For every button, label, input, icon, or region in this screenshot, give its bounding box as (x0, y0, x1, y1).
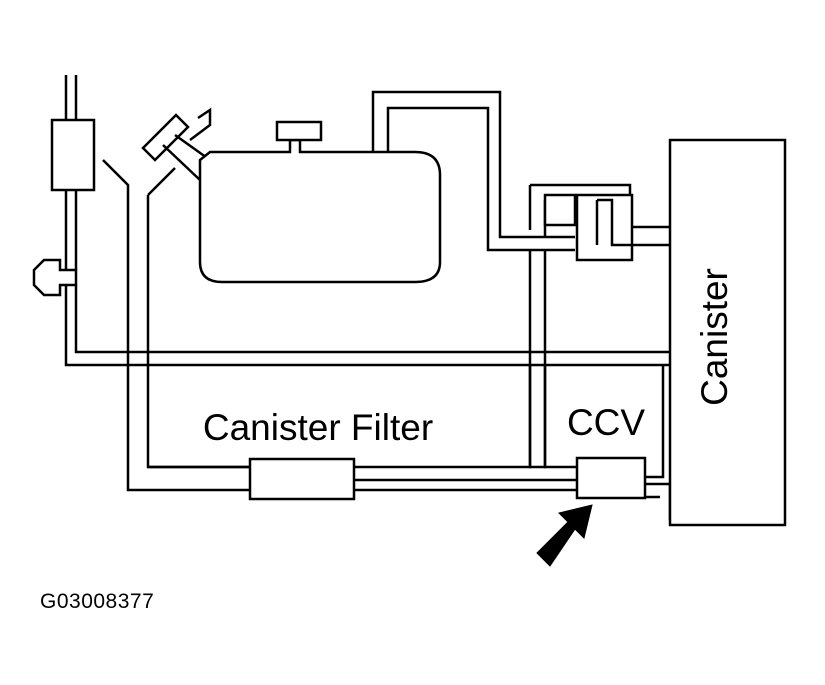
vent-bracket (32, 258, 78, 297)
ccv-box (575, 456, 647, 500)
canister-label: Canister (694, 268, 735, 406)
filler-neck (141, 107, 212, 181)
ccv-pointer-arrow-icon (536, 504, 593, 567)
canister-filter (248, 457, 356, 501)
ccv-outlet (645, 482, 672, 520)
tank-sender-cap (275, 120, 323, 142)
filter-to-ccv-line (354, 478, 577, 492)
ccv-label: CCV (567, 402, 645, 443)
vent-line-assembly (32, 75, 530, 367)
valve-right (575, 193, 634, 262)
fuel-tank (198, 120, 442, 284)
filler-cap (141, 113, 190, 162)
canister-box (668, 138, 787, 527)
vent-line-component (50, 118, 96, 192)
main-vapor-line (530, 350, 670, 367)
tank-vent-pipe (371, 90, 575, 252)
canister-filter-label: Canister Filter (203, 407, 433, 448)
valve-left (543, 193, 577, 227)
check-valve-block (528, 183, 670, 469)
figure-id: G03008377 (40, 590, 155, 613)
